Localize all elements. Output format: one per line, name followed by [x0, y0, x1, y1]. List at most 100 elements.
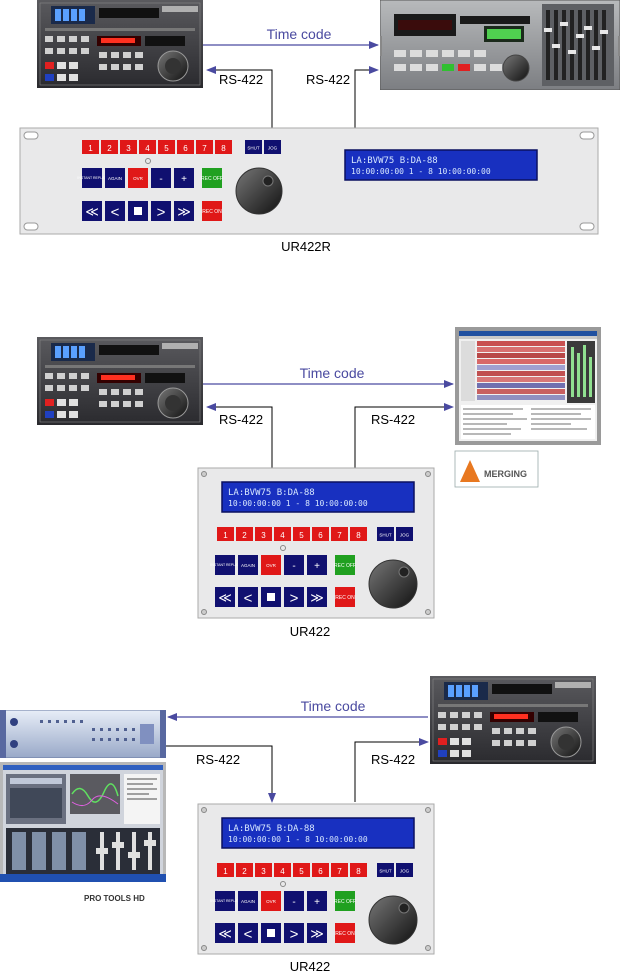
track-1-button[interactable]: 1 — [223, 867, 228, 876]
track-5-button[interactable]: 5 — [299, 531, 304, 540]
jog-wheel-grip — [398, 902, 410, 914]
svg-text:LA:BVW75 B:DA-88: LA:BVW75 B:DA-88 — [351, 156, 438, 166]
rewind-button-2[interactable] — [215, 587, 235, 607]
track-5-button[interactable]: 5 — [299, 867, 304, 876]
rs422-link-right-2 — [354, 403, 454, 468]
play-icon: > — [290, 926, 299, 943]
minus-button-1[interactable] — [151, 168, 171, 188]
rewind-icon: ≪ — [218, 590, 232, 605]
track-7-button[interactable]: 7 — [337, 867, 342, 876]
track-8-button[interactable]: 8 — [356, 867, 361, 876]
rec-off-button-2[interactable] — [335, 555, 355, 575]
minus-button-3[interactable] — [284, 891, 304, 911]
rec-on-button-1[interactable] — [202, 201, 222, 221]
track-6-button[interactable]: 6 — [183, 144, 188, 153]
track-8-button[interactable]: 8 — [356, 531, 361, 540]
diagram-3: PRO TOOLS HD Time code RS-422 RS-422 LA:… — [0, 676, 596, 974]
pyramix-workstation-screen — [455, 327, 601, 445]
again-button-2[interactable] — [238, 555, 258, 575]
track-1-button[interactable]: 1 — [88, 144, 93, 153]
led-indicator-1 — [145, 158, 151, 164]
instant-replay-button-1[interactable] — [82, 168, 102, 188]
svg-text:+: + — [181, 174, 187, 185]
track-6-button[interactable]: 6 — [318, 867, 323, 876]
track-4-button[interactable]: 4 — [280, 867, 285, 876]
rs422-label-left-3: RS-422 — [196, 752, 240, 767]
shut-button-1[interactable] — [245, 140, 262, 154]
svg-text:-: - — [292, 561, 295, 572]
track-4-button[interactable]: 4 — [280, 531, 285, 540]
fast-forward-icon: ≫ — [177, 204, 191, 219]
again-button-3[interactable] — [238, 891, 258, 911]
track-2-button[interactable]: 2 — [242, 531, 247, 540]
ovr-button-1[interactable] — [128, 168, 148, 188]
rewind-button-3[interactable] — [215, 923, 235, 943]
rs422-link-left-3 — [166, 745, 276, 803]
reverse-icon: < — [244, 926, 253, 943]
plus-button-1[interactable] — [174, 168, 194, 188]
track-5-button[interactable]: 5 — [164, 144, 169, 153]
fast-forward-button-3[interactable] — [307, 923, 327, 943]
track-2-button[interactable]: 2 — [242, 867, 247, 876]
track-2-button[interactable]: 2 — [107, 144, 112, 153]
instant-replay-button-3[interactable] — [215, 891, 235, 911]
jog-wheel-1[interactable] — [235, 167, 283, 215]
pro-tools-hd-logo-text: PRO TOOLS HD — [84, 894, 145, 903]
play-button-3[interactable] — [284, 923, 304, 943]
jog-button-3[interactable] — [396, 863, 413, 877]
time-code-label-1: Time code — [267, 26, 332, 42]
track-buttons-3: 1 2 3 4 5 6 7 8 — [217, 863, 367, 877]
pro-tools-hd-logo: PRO TOOLS HD — [84, 894, 145, 903]
reverse-button-2[interactable] — [238, 587, 258, 607]
shut-button-3[interactable] — [377, 863, 394, 877]
svg-text:INSTANT REPLAY: INSTANT REPLAY — [210, 563, 240, 567]
svg-text:+: + — [314, 897, 320, 908]
rec-on-button-2[interactable] — [335, 587, 355, 607]
diagram-2: MERGING Time code RS-422 RS-422 LA:BVW75… — [37, 327, 601, 639]
jog-wheel-2[interactable] — [368, 559, 418, 609]
diagram-1: Time code RS-422 RS-422 1 2 3 4 5 6 7 8 … — [19, 0, 620, 254]
ovr-button-2[interactable] — [261, 555, 281, 575]
rec-off-button-3[interactable] — [335, 891, 355, 911]
fast-forward-button-2[interactable] — [307, 587, 327, 607]
jog-button-1[interactable] — [264, 140, 281, 154]
reverse-button-1[interactable] — [105, 201, 125, 221]
rewind-button-1[interactable] — [82, 201, 102, 221]
jog-wheel-3[interactable] — [368, 895, 418, 945]
track-3-button[interactable]: 3 — [261, 867, 266, 876]
track-1-button[interactable]: 1 — [223, 531, 228, 540]
fast-forward-button-1[interactable] — [174, 201, 194, 221]
controller-caption-3: UR422 — [290, 959, 330, 974]
again-button-1[interactable] — [105, 168, 125, 188]
track-7-button[interactable]: 7 — [202, 144, 207, 153]
jog-button-2[interactable] — [396, 527, 413, 541]
svg-text:REC ON: REC ON — [335, 595, 355, 601]
time-code-label-2: Time code — [300, 365, 365, 381]
svg-text:SHUT: SHUT — [379, 533, 392, 538]
track-buttons-2: 1 2 3 4 5 6 7 8 — [217, 527, 367, 541]
track-3-button[interactable]: 3 — [261, 531, 266, 540]
play-button-1[interactable] — [151, 201, 171, 221]
pro-tools-screen — [0, 762, 166, 882]
instant-replay-button-2[interactable] — [215, 555, 235, 575]
minus-button-2[interactable] — [284, 555, 304, 575]
svg-text:REC ON: REC ON — [335, 931, 355, 937]
ovr-button-3[interactable] — [261, 891, 281, 911]
rec-on-button-3[interactable] — [335, 923, 355, 943]
rs422-label-right-2: RS-422 — [371, 412, 415, 427]
svg-text:LA:BVW75 B:DA-88: LA:BVW75 B:DA-88 — [228, 488, 315, 498]
track-3-button[interactable]: 3 — [126, 144, 131, 153]
stop-icon — [134, 207, 142, 215]
plus-button-3[interactable] — [307, 891, 327, 911]
shut-button-2[interactable] — [377, 527, 394, 541]
plus-button-2[interactable] — [307, 555, 327, 575]
track-4-button[interactable]: 4 — [145, 144, 150, 153]
track-7-button[interactable]: 7 — [337, 531, 342, 540]
play-button-2[interactable] — [284, 587, 304, 607]
lcd-display-2 — [221, 481, 415, 513]
reverse-button-3[interactable] — [238, 923, 258, 943]
rec-off-button-1[interactable] — [202, 168, 222, 188]
track-6-button[interactable]: 6 — [318, 531, 323, 540]
svg-text:-: - — [159, 174, 162, 185]
track-8-button[interactable]: 8 — [221, 144, 226, 153]
